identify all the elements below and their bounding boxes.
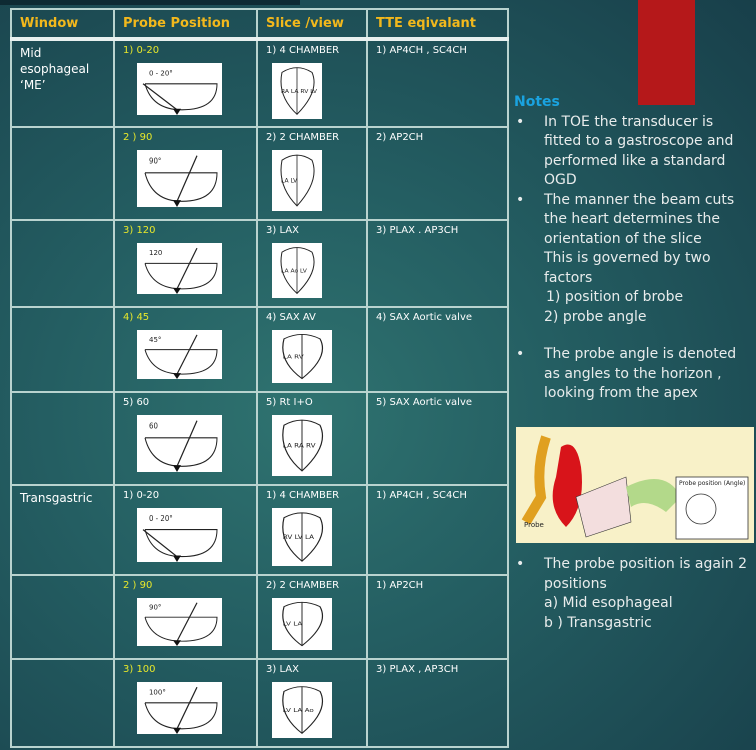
cell-probe-position: 2 ) 90 90° bbox=[113, 126, 258, 221]
cell-tte-equivalent: 1) AP4CH , SC4CH bbox=[366, 484, 509, 576]
svg-text:RV LV LA: RV LV LA bbox=[283, 534, 315, 541]
table-row: 2 ) 90 90° 2) 2 CHAMBER LA LV 2) AP2CH bbox=[10, 126, 509, 221]
note-bullet: •The probe angle is denoted as angles to… bbox=[516, 346, 737, 401]
cell-slice-view: 5) Rt I+O LA RA RV bbox=[256, 391, 368, 486]
table-row: Transgastric 1) 0-20 0 - 20° 1) 4 CHAMBE… bbox=[10, 484, 509, 576]
cell-window bbox=[10, 574, 115, 660]
cell-tte-equivalent: 3) PLAX , AP3CH bbox=[366, 658, 509, 748]
cell-probe-position: 1) 0-20 0 - 20° bbox=[113, 38, 258, 128]
probe-angle-sketch: 100° bbox=[137, 682, 222, 734]
illustration-position-label: Probe position (Angle) bbox=[679, 480, 745, 487]
probe-angle-sketch: 45° bbox=[137, 330, 222, 379]
svg-text:LA RV: LA RV bbox=[283, 354, 305, 360]
note-bullet: •In TOE the transducer is fitted to a ga… bbox=[516, 113, 734, 189]
cell-probe-position: 4) 45 45° bbox=[113, 306, 258, 393]
top-bar bbox=[0, 0, 300, 5]
svg-text:90°: 90° bbox=[149, 604, 161, 612]
cell-tte-equivalent: 2) AP2CH bbox=[366, 126, 509, 221]
red-accent-block bbox=[638, 0, 695, 105]
cell-tte-equivalent: 1) AP2CH bbox=[366, 574, 509, 660]
probe-angle-sketch: 120 bbox=[137, 243, 222, 294]
cell-slice-view: 1) 4 CHAMBER RA LA RV LV bbox=[256, 38, 368, 128]
svg-text:LA RA RV: LA RA RV bbox=[283, 442, 316, 449]
table-row: 3) 120 120 3) LAX LA Ao LV 3) PLAX . AP3… bbox=[10, 219, 509, 308]
cell-window bbox=[10, 306, 115, 393]
cell-probe-position: 5) 60 60 bbox=[113, 391, 258, 486]
cell-tte-equivalent: 5) SAX Aortic valve bbox=[366, 391, 509, 486]
cell-tte-equivalent: 1) AP4CH , SC4CH bbox=[366, 38, 509, 128]
header-tte-equivalent: TTE eqivalant bbox=[366, 8, 509, 41]
heart-slice-sketch: RA LA RV LV bbox=[272, 63, 322, 119]
probe-angle-sketch: 60 bbox=[137, 415, 222, 472]
cell-probe-position: 3) 120 120 bbox=[113, 219, 258, 308]
cell-slice-view: 4) SAX AV LA RV bbox=[256, 306, 368, 393]
heart-slice-sketch: LA Ao LV bbox=[272, 243, 322, 298]
cell-slice-view: 2) 2 CHAMBER LA LV bbox=[256, 126, 368, 221]
cell-probe-position: 3) 100 100° bbox=[113, 658, 258, 748]
heart-slice-sketch: LV LA Ao bbox=[272, 682, 332, 738]
probe-illustration: Probe Probe position (Angle) bbox=[516, 427, 754, 543]
table-row: Mid esophageal ‘ME’ 1) 0-20 0 - 20° 1) 4… bbox=[10, 38, 509, 128]
svg-text:RA LA RV LV: RA LA RV LV bbox=[281, 89, 317, 95]
heart-slice-sketch: LA RA RV bbox=[272, 415, 332, 476]
notes-panel-bottom: •The probe position is again 2 positions… bbox=[514, 555, 754, 633]
table-row: 5) 60 60 5) Rt I+O LA RA RV 5) SAX Aorti… bbox=[10, 391, 509, 486]
cell-probe-position: 1) 0-20 0 - 20° bbox=[113, 484, 258, 576]
cell-slice-view: 2) 2 CHAMBER LV LA bbox=[256, 574, 368, 660]
svg-text:LV LA: LV LA bbox=[283, 622, 303, 628]
cell-window: Transgastric bbox=[10, 484, 115, 576]
heart-slice-sketch: LA LV bbox=[272, 150, 322, 211]
cell-tte-equivalent: 4) SAX Aortic valve bbox=[366, 306, 509, 393]
cell-slice-view: 3) LAX LA Ao LV bbox=[256, 219, 368, 308]
probe-angle-sketch: 0 - 20° bbox=[137, 63, 222, 115]
heart-slice-sketch: RV LV LA bbox=[272, 508, 332, 566]
svg-text:LA LV: LA LV bbox=[281, 177, 298, 184]
note-bullet: •The manner the beam cuts the heart dete… bbox=[516, 191, 735, 325]
notes-panel: Notes •In TOE the transducer is fitted t… bbox=[514, 93, 754, 404]
cell-probe-position: 2 ) 90 90° bbox=[113, 574, 258, 660]
illustration-probe-label: Probe bbox=[524, 521, 544, 529]
heart-slice-sketch: LV LA bbox=[272, 598, 332, 650]
cell-window bbox=[10, 126, 115, 221]
table-row: 3) 100 100° 3) LAX LV LA Ao 3) PLAX , AP… bbox=[10, 658, 509, 748]
cell-window bbox=[10, 391, 115, 486]
cell-window bbox=[10, 658, 115, 748]
heart-slice-sketch: LA RV bbox=[272, 330, 332, 383]
svg-text:LA Ao LV: LA Ao LV bbox=[281, 269, 307, 275]
toe-views-table: Window Probe Position Slice /view TTE eq… bbox=[10, 8, 509, 748]
svg-text:0 - 20°: 0 - 20° bbox=[149, 68, 173, 77]
svg-text:90°: 90° bbox=[149, 156, 162, 166]
cell-window bbox=[10, 219, 115, 308]
cell-slice-view: 1) 4 CHAMBER RV LV LA bbox=[256, 484, 368, 576]
svg-text:120: 120 bbox=[149, 248, 163, 257]
svg-text:LV LA Ao: LV LA Ao bbox=[283, 707, 314, 714]
header-window: Window bbox=[10, 8, 115, 41]
probe-angle-sketch: 90° bbox=[137, 598, 222, 646]
svg-text:0 - 20°: 0 - 20° bbox=[149, 514, 173, 523]
probe-angle-sketch: 90° bbox=[137, 150, 222, 207]
note-bullet: •The probe position is again 2 positions… bbox=[516, 556, 748, 631]
probe-angle-sketch: 0 - 20° bbox=[137, 508, 222, 562]
header-slice-view: Slice /view bbox=[256, 8, 368, 41]
cell-tte-equivalent: 3) PLAX . AP3CH bbox=[366, 219, 509, 308]
cell-window: Mid esophageal ‘ME’ bbox=[10, 38, 115, 128]
table-row: 2 ) 90 90° 2) 2 CHAMBER LV LA 1) AP2CH bbox=[10, 574, 509, 660]
svg-text:60: 60 bbox=[149, 421, 158, 431]
notes-title: Notes bbox=[514, 94, 560, 110]
table-row: 4) 45 45° 4) SAX AV LA RV 4) SAX Aortic … bbox=[10, 306, 509, 393]
cell-slice-view: 3) LAX LV LA Ao bbox=[256, 658, 368, 748]
header-probe-position: Probe Position bbox=[113, 8, 258, 41]
svg-text:100°: 100° bbox=[149, 687, 166, 696]
svg-text:45°: 45° bbox=[149, 336, 161, 344]
